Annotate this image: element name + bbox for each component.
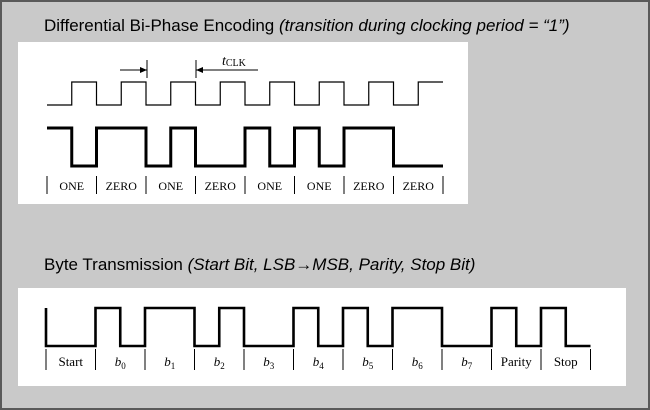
bit-label: ZERO <box>205 179 237 193</box>
byte-title-plain: Byte Transmission <box>44 255 188 274</box>
encoding-waveform-diagram: tCLK ONE ZERO ONE ZERO ONE ONE ZERO ZERO <box>46 54 444 194</box>
encoding-title-plain: Differential Bi-Phase Encoding <box>44 16 279 35</box>
encoding-panel: tCLK ONE ZERO ONE ZERO ONE ONE ZERO ZERO <box>18 42 468 204</box>
byte-signal-line <box>44 306 591 348</box>
byte-title-italic: (Start Bit, LSB→MSB, Parity, Stop Bit) <box>187 255 476 274</box>
clock-waveform <box>47 81 443 106</box>
byte-waveform <box>44 306 591 348</box>
bit-boundary-ticks <box>46 176 444 194</box>
field-label: b7 <box>461 354 473 371</box>
bit-value-labels: ONE ZERO ONE ZERO ONE ONE ZERO ZERO <box>59 179 434 193</box>
byte-section-title: Byte Transmission (Start Bit, LSB→MSB, P… <box>44 255 475 275</box>
encoding-title-italic: (transition during clocking period = “1”… <box>279 16 570 35</box>
encoding-section-title: Differential Bi-Phase Encoding (transiti… <box>44 16 570 36</box>
encoded-signal-line <box>47 126 443 168</box>
encoded-waveform <box>47 126 443 168</box>
bit-label: ONE <box>59 179 84 193</box>
field-label: b5 <box>362 354 374 371</box>
field-label: b0 <box>115 354 127 371</box>
bit-label: ZERO <box>353 179 385 193</box>
byte-panel: Start b0 b1 b2 b3 b4 b5 b6 b7 Parity Stop <box>18 288 626 386</box>
bit-label: ONE <box>307 179 332 193</box>
bit-label: ONE <box>257 179 282 193</box>
clock-signal-line <box>47 81 443 106</box>
field-label: Parity <box>501 354 533 369</box>
field-label: b2 <box>214 354 225 371</box>
field-label: Start <box>58 354 83 369</box>
field-labels: Start b0 b1 b2 b3 b4 b5 b6 b7 Parity Stop <box>58 354 577 371</box>
bit-label: ONE <box>158 179 183 193</box>
field-label: b6 <box>412 354 424 371</box>
period-arrow-left-head <box>140 67 147 73</box>
field-label: b3 <box>263 354 275 371</box>
field-label: b4 <box>313 354 325 371</box>
field-boundary-ticks <box>45 349 591 370</box>
clock-period-label: tCLK <box>222 54 247 69</box>
bit-label: ZERO <box>106 179 138 193</box>
field-label: Stop <box>554 354 578 369</box>
field-label: b1 <box>164 354 175 371</box>
byte-waveform-diagram: Start b0 b1 b2 b3 b4 b5 b6 b7 Parity Stop <box>44 306 591 371</box>
bit-label: ZERO <box>403 179 435 193</box>
clock-period-annotation: tCLK <box>120 54 258 78</box>
